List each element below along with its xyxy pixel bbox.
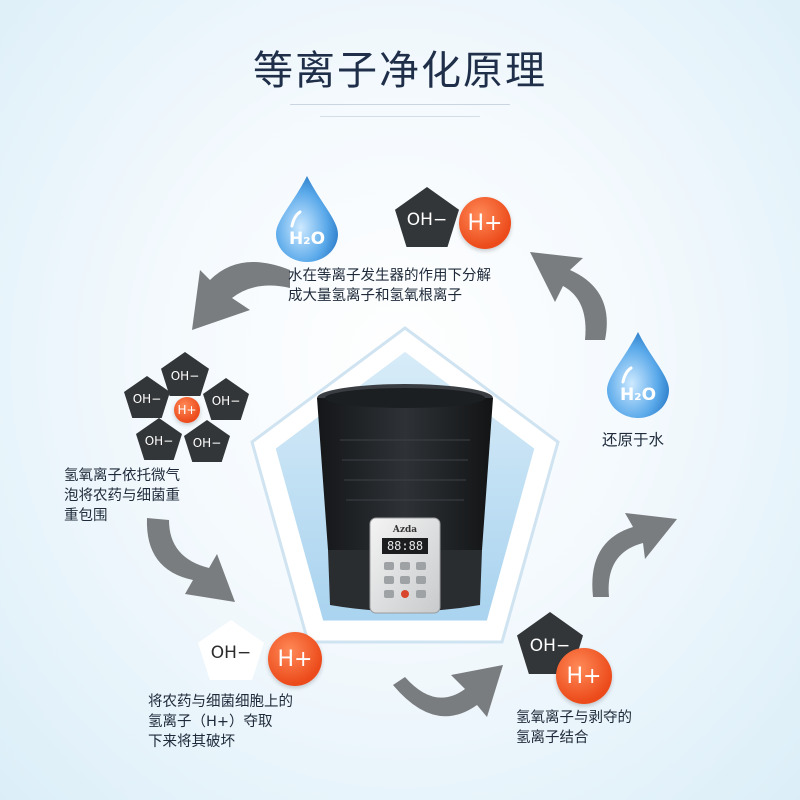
- device-display: 88:88: [387, 539, 423, 553]
- hydroxide-ion: OH−: [161, 352, 209, 396]
- hydroxide-ion: OH−: [136, 418, 182, 460]
- step-text-restore: 还原于水: [602, 431, 665, 449]
- arrow-right-up: [592, 513, 677, 597]
- title-divider: [290, 104, 510, 105]
- arrow-bottom: [393, 665, 503, 717]
- hydrogen-ion: H+: [459, 197, 511, 249]
- page-title: 等离子净化原理: [253, 48, 547, 94]
- hydrogen-ion: H+: [556, 648, 612, 704]
- water-drop-icon: H₂O: [276, 176, 338, 262]
- step-text-surround: 氢氧离子依托微气 泡将农药与细菌重 重包围: [64, 468, 180, 524]
- step-text-capture: 将农药与细菌细胞上的 氢离子（H+）夺取 下来将其破坏: [148, 694, 293, 750]
- hydroxide-ion: OH−: [184, 420, 230, 462]
- hydroxide-ion: OH−: [124, 376, 170, 418]
- hydroxide-ion: OH−: [395, 187, 459, 247]
- step-text-decompose: 水在等离子发生器的作用下分解 成大量氢离子和氢氧根离子: [288, 268, 491, 304]
- device-brand: Azda: [392, 525, 417, 535]
- arrow-left-down: [146, 518, 235, 602]
- water-drop-label: H₂O: [289, 229, 325, 249]
- step-text-combine: 氢氧离子与剥夺的 氢离子结合: [516, 710, 632, 746]
- arrow-top-left: [192, 262, 290, 330]
- title-divider-secondary: [320, 116, 480, 117]
- water-drop-label: H₂O: [620, 385, 656, 405]
- water-drop-icon: H₂O: [607, 332, 669, 418]
- hydrogen-ion: H+: [174, 397, 200, 423]
- purifier-device: Azda 88:88: [317, 384, 493, 614]
- arrow-top-right: [530, 252, 607, 340]
- hydrogen-ion: H+: [268, 632, 322, 686]
